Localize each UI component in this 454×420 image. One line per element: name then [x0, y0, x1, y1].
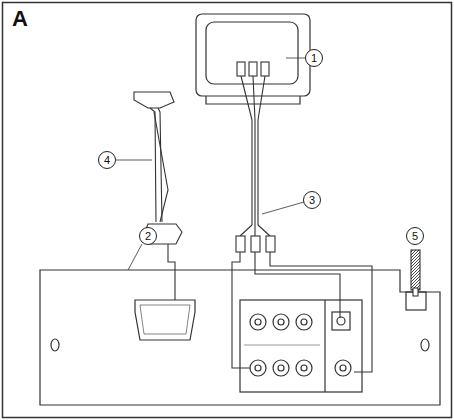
- card-plug: [411, 250, 420, 296]
- scart-cable: [134, 92, 182, 300]
- callout-number: 1: [305, 49, 323, 67]
- panel-letter: A: [12, 8, 28, 30]
- tv-set: [196, 14, 310, 104]
- rca-cable: [232, 62, 372, 372]
- callout-number: 3: [303, 191, 321, 209]
- callout-number: 5: [406, 227, 424, 245]
- callout-number: 4: [98, 151, 116, 169]
- leader-lines: [116, 58, 305, 270]
- callout-number: 2: [139, 227, 157, 245]
- rear-panel: [40, 270, 440, 405]
